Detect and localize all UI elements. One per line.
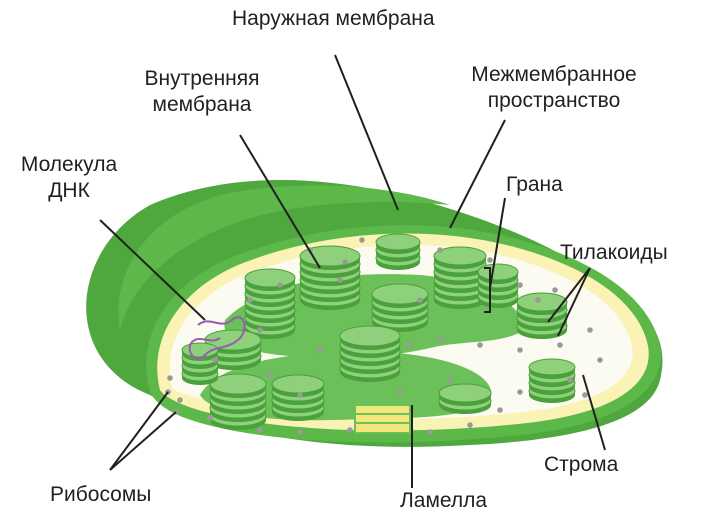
label-lamella: Ламелла <box>400 489 488 512</box>
thylakoid-disc <box>339 325 401 347</box>
leader-thylakoids-1 <box>547 267 591 323</box>
ribosome <box>427 429 433 435</box>
label-outer-membrane: Наружная мембрана <box>232 7 435 30</box>
ribosome <box>342 259 348 265</box>
ribosome <box>597 357 603 363</box>
ribosome <box>517 347 523 353</box>
label-stroma: Строма <box>544 453 619 476</box>
ribosome <box>477 342 483 348</box>
ribosome <box>347 427 353 433</box>
leader-thylakoids-2 <box>557 267 591 337</box>
lamella-detail <box>354 404 411 434</box>
ribosome <box>397 387 403 393</box>
ribosome <box>557 342 563 348</box>
label-intermembrane-line2: пространство <box>487 89 621 112</box>
ribosome <box>277 282 283 288</box>
leader-outer-membrane <box>334 54 399 211</box>
ribosome <box>497 407 503 413</box>
label-intermembrane: Межмембранное пространство <box>440 62 668 114</box>
label-dna-line1: Молекула <box>20 153 118 176</box>
ribosome <box>297 429 303 435</box>
label-inner-membrane-line2: мембрана <box>152 93 252 116</box>
thylakoid-disc <box>528 358 576 376</box>
label-inner-membrane: Внутренняя мембрана <box>122 66 282 118</box>
thylakoid-stacks <box>181 233 576 430</box>
thylakoid-disc <box>371 283 429 305</box>
ribosome <box>417 297 423 303</box>
leader-ribosomes-1 <box>109 391 169 471</box>
label-intermembrane-line1: Межмембранное <box>471 63 637 86</box>
ribosome <box>582 392 588 398</box>
ribosome <box>517 282 523 288</box>
ribosome <box>407 342 413 348</box>
ribosome <box>437 337 443 343</box>
ribosome <box>177 397 183 403</box>
ribosome <box>447 377 453 383</box>
thylakoid-disc <box>375 233 421 251</box>
ribosome <box>359 237 365 243</box>
label-inner-membrane-line1: Внутренняя <box>144 67 260 90</box>
label-ribosomes: Рибосомы <box>50 483 152 506</box>
thylakoid-disc <box>209 373 267 395</box>
granum-bracket <box>484 267 491 313</box>
leader-ribosomes-2 <box>109 411 177 471</box>
ribosome <box>517 389 523 395</box>
ribosome <box>552 287 558 293</box>
ribosome <box>207 415 213 421</box>
label-dna: Молекула ДНК <box>14 152 124 204</box>
ribosome <box>257 427 263 433</box>
label-thylakoids: Тилакоиды <box>560 241 668 264</box>
thylakoid-disc <box>271 374 325 394</box>
ribosome <box>297 392 303 398</box>
thylakoid-disc <box>516 292 568 312</box>
thylakoid-disc <box>244 268 296 288</box>
leader-granum <box>489 197 506 289</box>
ribosome <box>587 327 593 333</box>
label-granum: Грана <box>506 173 563 196</box>
ribosome <box>437 247 443 253</box>
dna-molecule <box>188 316 246 360</box>
ribosome <box>257 327 263 333</box>
ribosome <box>267 372 273 378</box>
ribosome <box>535 297 541 303</box>
ribosome <box>212 357 218 363</box>
leader-dna <box>99 219 206 321</box>
ribosome <box>167 375 173 381</box>
ribosome <box>317 347 323 353</box>
thylakoid-disc <box>433 246 487 266</box>
ribosome <box>337 277 343 283</box>
leader-intermembrane <box>449 119 506 229</box>
leader-lines <box>99 54 606 488</box>
label-dna-line2: ДНК <box>48 179 90 202</box>
ribosome <box>487 257 493 263</box>
leader-stroma <box>582 374 606 451</box>
ribosome <box>467 422 473 428</box>
thylakoid-disc <box>477 263 519 281</box>
ribosome <box>567 377 573 383</box>
thylakoid-disc <box>438 383 492 403</box>
ribosome <box>247 297 253 303</box>
leader-inner-membrane <box>239 134 321 269</box>
